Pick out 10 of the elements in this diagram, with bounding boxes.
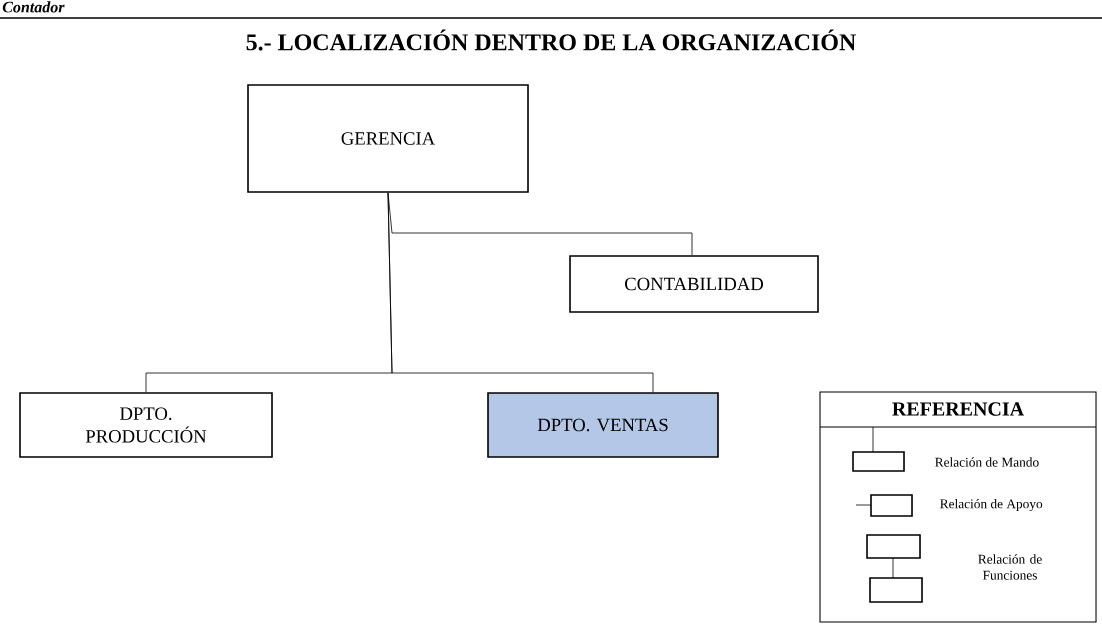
title: 5.- LOCALIZACIÓN DENTRO DE LA ORGANIZACIÓN xyxy=(246,29,856,51)
connector-line xyxy=(387,192,654,393)
org-box: CONTABILIDAD xyxy=(569,255,819,313)
org-box: DPTO. PRODUCCIÓN xyxy=(19,392,273,458)
org-box: GERENCIA xyxy=(247,84,529,193)
highlighted-box: DPTO. VENTAS xyxy=(487,392,719,458)
legend-text: Relación de Funciones xyxy=(978,554,1042,580)
legend-text: Relación de Mando xyxy=(935,457,1039,467)
header-text: Contador xyxy=(2,1,65,13)
legend-text: Relación de Apoyo xyxy=(940,498,1043,512)
